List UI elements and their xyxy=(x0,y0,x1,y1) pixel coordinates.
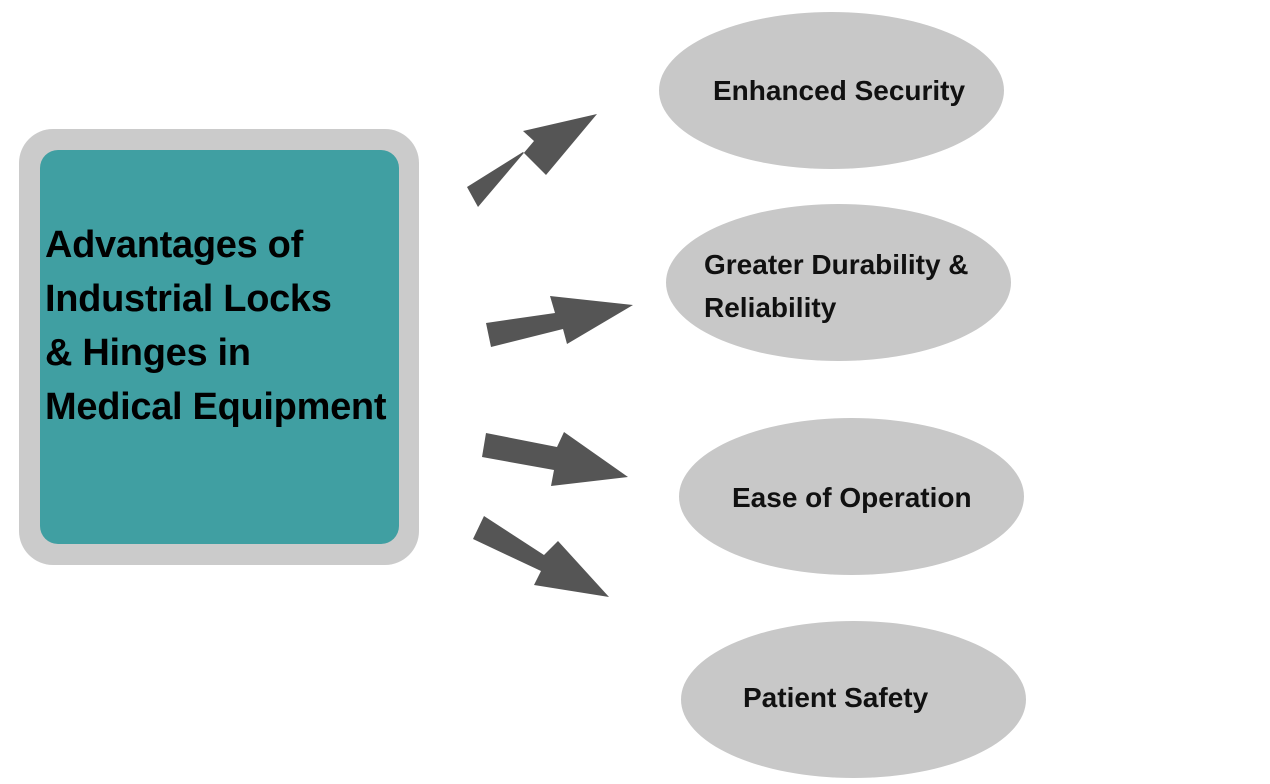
arrow-to-ease-of-operation xyxy=(482,432,628,486)
advantage-label-line: Patient Safety xyxy=(743,682,929,713)
source-title-line: Medical Equipment xyxy=(45,386,387,428)
advantage-label-line: Ease of Operation xyxy=(732,482,972,513)
advantage-label-ease-of-operation: Ease of Operation xyxy=(732,476,972,519)
advantage-oval-patient-safety xyxy=(681,621,1026,778)
advantage-label-enhanced-security: Enhanced Security xyxy=(713,69,965,112)
source-title: Advantages of Industrial Locks & Hinges … xyxy=(45,218,415,434)
advantage-label-patient-safety: Patient Safety xyxy=(743,676,928,719)
advantage-label-line: Greater Durability & xyxy=(704,249,969,280)
source-title-line: & Hinges in xyxy=(45,332,251,374)
source-box xyxy=(40,150,399,544)
source-title-line: Industrial Locks xyxy=(45,278,332,320)
advantage-oval-enhanced-security xyxy=(659,12,1004,169)
advantage-label-greater-durability: Greater Durability & Reliability xyxy=(704,243,969,329)
arrow-to-enhanced-security xyxy=(467,114,597,207)
advantage-label-line: Enhanced Security xyxy=(713,75,966,106)
arrow-to-greater-durability xyxy=(486,296,633,347)
source-title-line: Advantages of xyxy=(45,224,303,266)
advantage-label-line: Reliability xyxy=(704,292,837,323)
arrow-to-patient-safety xyxy=(473,516,609,597)
advantage-oval-ease-of-operation xyxy=(679,418,1024,575)
advantage-oval-greater-durability xyxy=(666,204,1011,361)
